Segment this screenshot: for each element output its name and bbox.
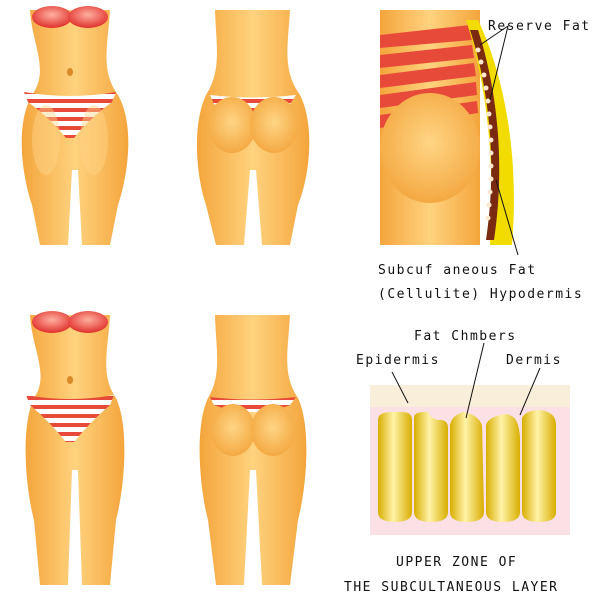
label-cellulite-hypodermis: (Cellulite) Hypodermis	[378, 287, 583, 302]
navel	[67, 68, 73, 76]
front-figure-bottom	[25, 311, 125, 585]
navel	[67, 376, 73, 384]
fat-cells	[475, 47, 494, 221]
front-figure-top	[21, 6, 129, 245]
label-subcutaneous-fat: Subcuf aneous Fat	[378, 263, 537, 278]
label-dermis: Dermis	[506, 353, 562, 368]
label-reserve-fat: Reserve Fat	[488, 19, 591, 34]
bikini-bottom	[24, 92, 116, 138]
buttock-right	[250, 97, 298, 153]
epidermis-layer	[370, 385, 570, 407]
back-figure-bottom	[199, 315, 307, 585]
back-figure-top	[196, 10, 310, 245]
label-epidermis: Epidermis	[356, 353, 440, 368]
buttock-right	[251, 404, 295, 456]
skin-cross-section	[370, 342, 570, 535]
bra-cup-right	[68, 6, 108, 28]
bikini-bottom	[26, 395, 114, 442]
bra-cup-left	[32, 6, 72, 28]
hypodermis-layer	[470, 30, 500, 240]
label-fat-chambers: Fat Chmbers	[414, 329, 517, 344]
side-closeup	[380, 10, 519, 256]
buttock-left	[208, 97, 256, 153]
label-upper-zone: UPPER ZONE OF	[396, 555, 517, 570]
bra-cup-right	[68, 311, 108, 333]
buttock-side	[380, 93, 480, 203]
fat-chambers	[378, 410, 556, 522]
buttock-left	[211, 404, 255, 456]
label-subcutaneous-layer: THE SUBCULTANEOUS LAYER	[344, 580, 559, 595]
bra-cup-left	[32, 311, 72, 333]
